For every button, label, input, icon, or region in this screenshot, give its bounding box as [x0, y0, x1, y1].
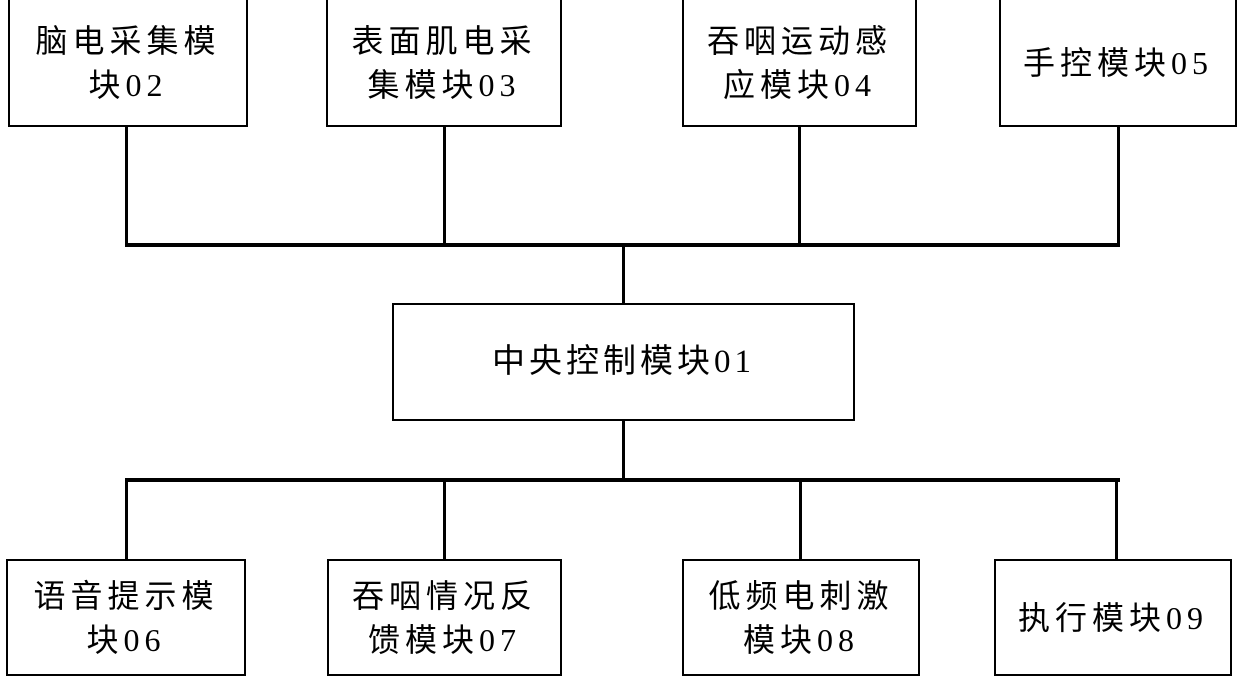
connector-line-bus-to-06: [125, 481, 128, 560]
node-swallow-motion-sensing-module-04: 吞咽运动感 应模块04: [682, 0, 917, 127]
node-execution-module-09: 执行模块09: [994, 559, 1232, 676]
node-voice-prompt-module-06: 语音提示模 块06: [6, 559, 246, 676]
node-surface-emg-acquisition-module-03: 表面肌电采 集模块03: [326, 0, 562, 127]
node-label: 吞咽情况反: [351, 577, 537, 614]
node-label: 低频电刺激: [708, 577, 894, 614]
node-label: 块06: [86, 621, 166, 658]
connector-line-bus-to-08: [799, 481, 802, 560]
connector-line-central-to-bus: [622, 421, 625, 480]
node-label: 馈模块07: [367, 621, 521, 658]
connector-line-bus-to-07: [443, 481, 446, 560]
node-label: 集模块03: [367, 66, 521, 103]
connector-line-bus-to-09: [1115, 481, 1118, 560]
bottom-bus-line: [125, 478, 1120, 482]
node-label: 脑电采集模: [35, 22, 221, 59]
connector-line-02-to-bus: [125, 127, 128, 245]
node-label: 手控模块05: [1022, 44, 1213, 81]
connector-line-03-to-bus: [443, 127, 446, 245]
node-label: 模块08: [742, 621, 859, 658]
node-label: 执行模块09: [1017, 599, 1208, 636]
node-label: 块02: [88, 66, 168, 103]
node-eeg-acquisition-module-02: 脑电采集模 块02: [8, 0, 248, 127]
connector-line-05-to-bus: [1117, 127, 1120, 245]
node-low-frequency-stimulation-module-08: 低频电刺激 模块08: [682, 559, 920, 676]
node-label: 中央控制模块01: [492, 344, 755, 380]
node-label: 语音提示模: [33, 577, 219, 614]
node-label: 应模块04: [722, 66, 876, 103]
node-manual-control-module-05: 手控模块05: [999, 0, 1237, 127]
node-label: 吞咽运动感: [706, 22, 892, 59]
node-central-control-module-01: 中央控制模块01: [392, 303, 855, 421]
connector-line-04-to-bus: [798, 127, 801, 245]
node-swallow-feedback-module-07: 吞咽情况反 馈模块07: [327, 559, 562, 676]
top-bus-line: [125, 243, 1120, 247]
node-label: 表面肌电采: [351, 22, 537, 59]
connector-line-bus-to-central: [622, 246, 625, 304]
